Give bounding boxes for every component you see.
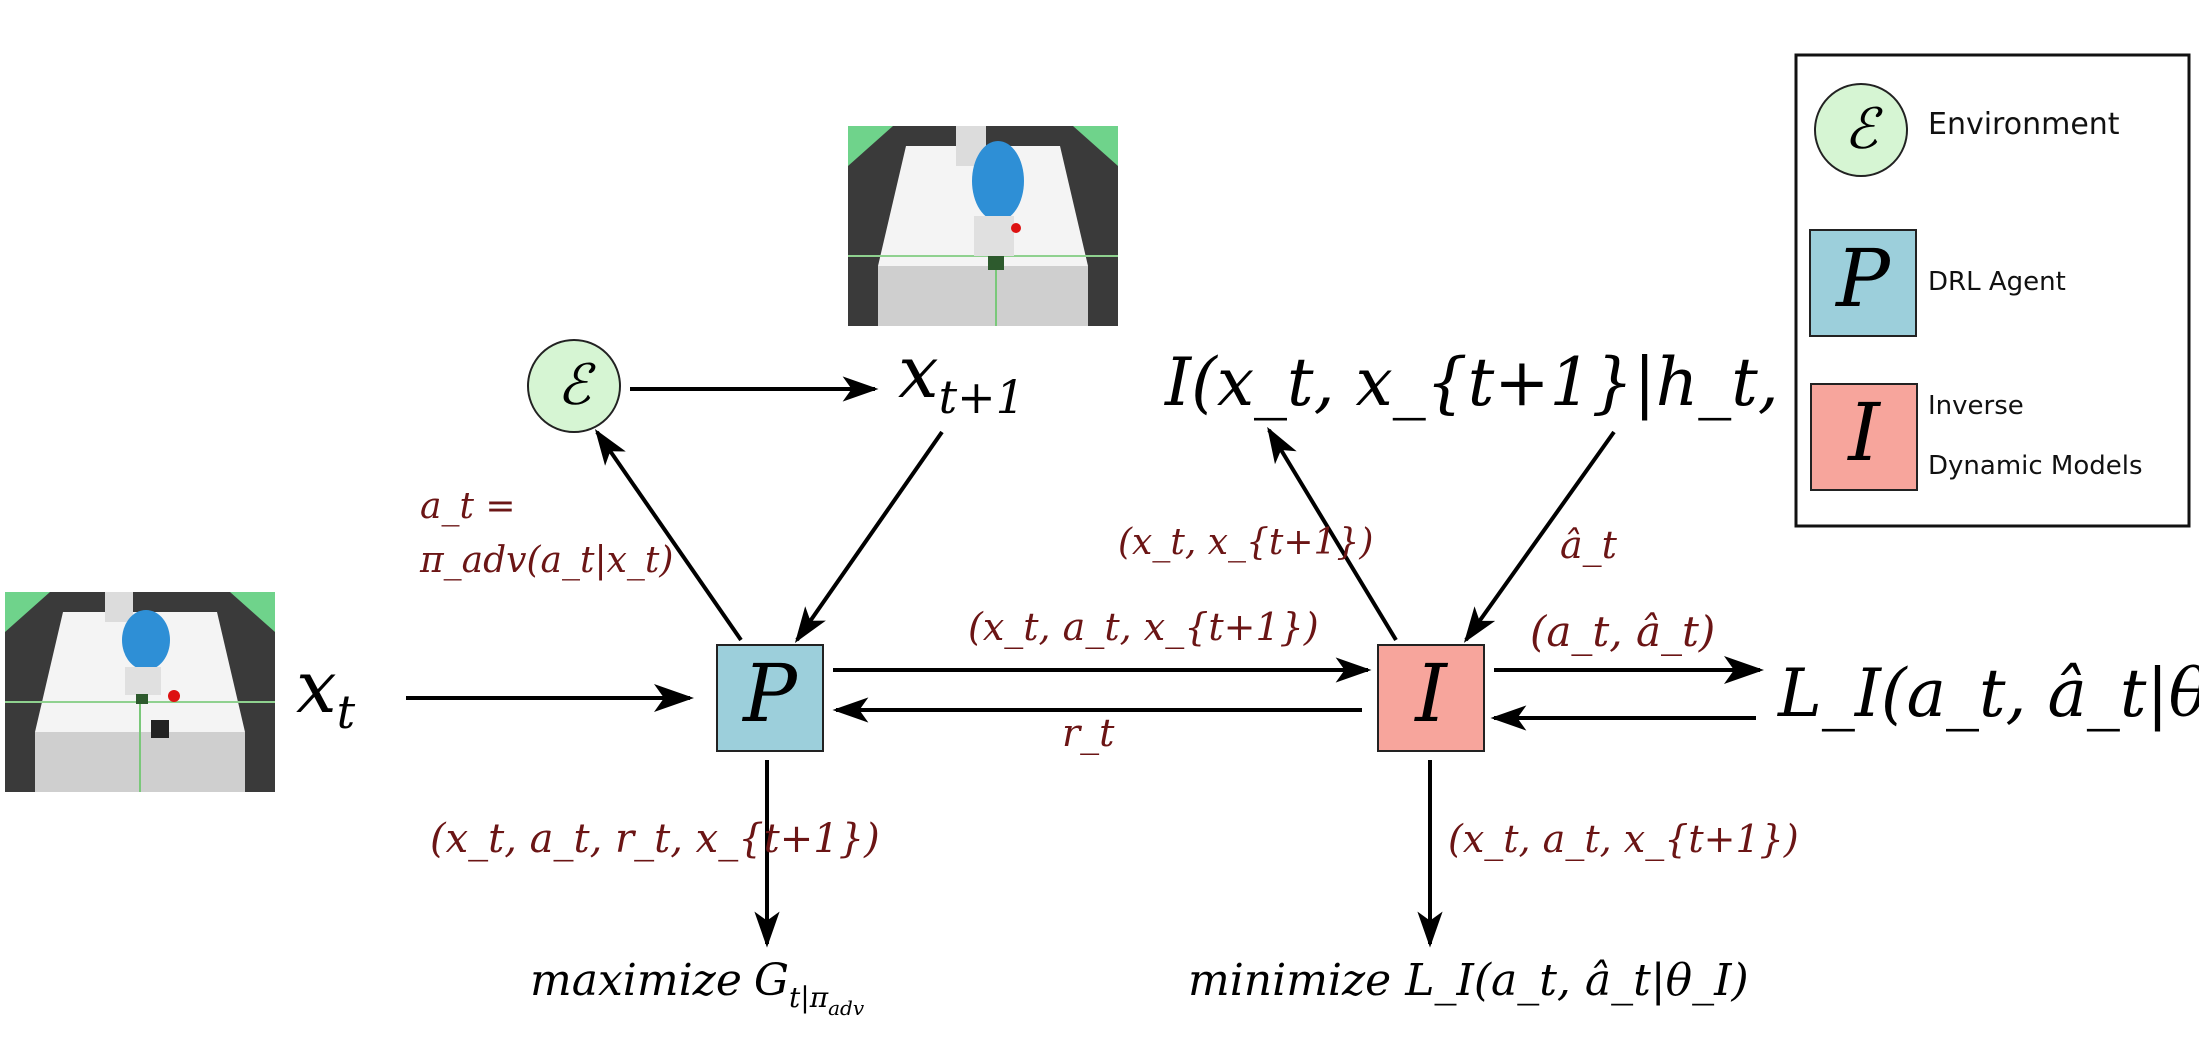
agent-symbol: P [741, 647, 798, 740]
arrow-next-state-to-agent [794, 430, 944, 643]
policy-label-line1: a_t = [420, 486, 516, 527]
legend-environment-icon: ℰ [1814, 83, 1908, 177]
transition-label: (x_t, a_t, x_{t+1}) [968, 605, 1319, 650]
arrow-idm-to-output [1267, 426, 1398, 642]
arrow-prediction-to-idm [1463, 430, 1616, 643]
legend-idm-label-line2: Dynamic Models [1928, 451, 2143, 481]
svg-text:I: I [1846, 386, 1881, 479]
robot-scene-image-next [848, 126, 1118, 326]
svg-text:ℰ: ℰ [1844, 97, 1883, 162]
arrow-agent-to-env [594, 429, 743, 642]
state-label: xt [296, 645, 356, 739]
loss-label: L_I(a_t, â_t|θ_I) [1777, 655, 2199, 732]
loss-input-label: (a_t, â_t) [1530, 607, 1715, 656]
svg-text:xt: xt [296, 645, 356, 739]
svg-text:xt+1: xt+1 [898, 330, 1025, 424]
legend: ℰ Environment P DRL Agent I Inverse Dyna… [1794, 53, 2191, 528]
arrows [406, 376, 1764, 948]
policy-label: a_t = π_adv(a_t|x_t) [419, 486, 673, 581]
idm-input-label: (x_t, x_{t+1}) [1118, 522, 1373, 563]
legend-agent-icon: P [1809, 229, 1917, 337]
idm-symbol: I [1413, 647, 1448, 740]
predicted-action-label: â_t [1560, 523, 1618, 568]
policy-label-line2: π_adv(a_t|x_t) [419, 540, 673, 581]
legend-idm-icon: I [1810, 383, 1918, 491]
agent-memory-label: (x_t, a_t, r_t, x_{t+1}) [430, 816, 880, 862]
environment-node: ℰ [527, 339, 621, 433]
robot-scene-image [5, 592, 275, 792]
idm-memory-label: (x_t, a_t, x_{t+1}) [1448, 817, 1799, 862]
legend-agent-label: DRL Agent [1928, 267, 2066, 297]
agent-node: P [716, 644, 824, 752]
legend-environment-label: Environment [1928, 107, 2120, 142]
legend-idm-label-line1: Inverse [1928, 391, 2024, 421]
next-state-label: xt+1 [898, 330, 1025, 424]
idm-node: I [1377, 644, 1485, 752]
environment-symbol: ℰ [557, 353, 596, 418]
svg-text:P: P [1834, 232, 1891, 325]
reward-label: r_t [1062, 711, 1115, 756]
